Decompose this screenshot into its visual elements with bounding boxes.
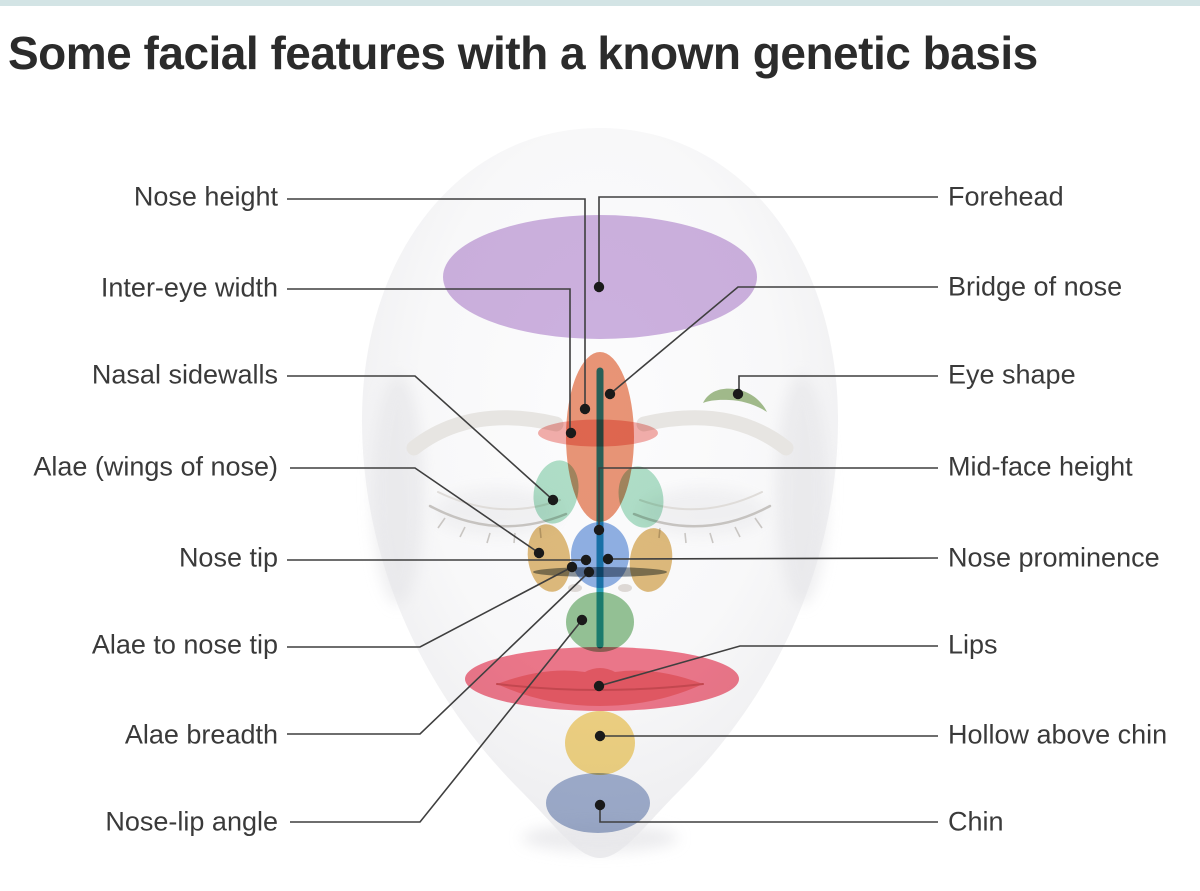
eyebrow-left (406, 410, 564, 456)
leader-alae-to-nose-tip (287, 566, 573, 648)
leader-alae-wings (290, 467, 540, 554)
label-inter-eye-width: Inter-eye width (100, 272, 278, 303)
dot-nose-prominence (602, 553, 614, 565)
dot-lips (593, 680, 605, 692)
cheek-shade-left (372, 375, 424, 605)
dot-alae-to-nose-tip (566, 561, 578, 573)
leader-lines (287, 196, 939, 823)
leader-nose-height (287, 198, 586, 409)
leader-inter-eye-width (287, 288, 571, 433)
dot-mid-face-height (593, 524, 605, 536)
dot-nose-tip (580, 554, 592, 566)
dot-bridge-of-nose (604, 388, 616, 400)
label-hollow-above-chin: Hollow above chin (948, 719, 1168, 750)
leader-chin (599, 805, 938, 823)
overlay-hollow-above-chin (565, 711, 635, 775)
label-forehead: Forehead (948, 181, 1064, 212)
dot-nose-lip-angle (576, 614, 588, 626)
label-mid-face-height: Mid-face height (948, 451, 1133, 482)
label-lips: Lips (948, 629, 998, 660)
dot-hollow-above-chin (594, 730, 606, 742)
leader-eye-shape (738, 375, 938, 393)
overlay-nasal-sidewall-right (618, 466, 664, 528)
chin-shade (522, 824, 678, 852)
label-alae-to-nose-tip: Alae to nose tip (91, 629, 278, 660)
leader-alae-breadth (287, 571, 590, 735)
marker-dots (533, 281, 744, 811)
leader-forehead (598, 196, 938, 287)
dot-alae-breadth (583, 566, 595, 578)
leader-nose-prominence (607, 557, 939, 560)
label-chin: Chin (948, 806, 1004, 837)
label-nasal-sidewalls: Nasal sidewalls (91, 359, 278, 390)
label-alae-wings-of-nose: Alae (wings of nose) (33, 451, 278, 482)
overlay-nasal-sidewall-left (533, 460, 579, 524)
label-nose-tip: Nose tip (178, 542, 278, 573)
dot-chin (594, 799, 606, 811)
overlay-eye-shape-crescent (703, 388, 767, 412)
cheek-shade-right (776, 375, 828, 605)
overlay-forehead (443, 215, 757, 339)
nostril-right (618, 584, 632, 592)
label-nose-prominence: Nose prominence (948, 542, 1160, 573)
dot-eye-shape (732, 388, 744, 400)
dot-nasal-sidewalls (547, 494, 559, 506)
leader-bridge-of-nose (609, 286, 938, 395)
page-title: Some facial features with a known geneti… (8, 27, 1038, 79)
leader-lips (598, 645, 938, 687)
dot-nose-height (579, 403, 591, 415)
label-bridge-of-nose: Bridge of nose (948, 271, 1123, 302)
nostril-left (568, 584, 582, 592)
label-alae-breadth: Alae breadth (124, 719, 278, 750)
leader-mid-face-height (598, 467, 938, 530)
eyebrow-right (636, 410, 794, 456)
label-eye-shape: Eye shape (948, 359, 1076, 390)
dot-inter-eye-width (565, 427, 577, 439)
overlay-lips (465, 647, 739, 711)
dot-alae-wings (533, 547, 545, 559)
leader-nasal-sidewalls (287, 375, 554, 501)
label-nose-height: Nose height (133, 181, 278, 212)
dot-forehead (593, 281, 605, 293)
label-nose-lip-angle: Nose-lip angle (105, 806, 278, 837)
leader-nose-lip-angle (290, 619, 583, 823)
top-accent-bar (0, 0, 1200, 6)
